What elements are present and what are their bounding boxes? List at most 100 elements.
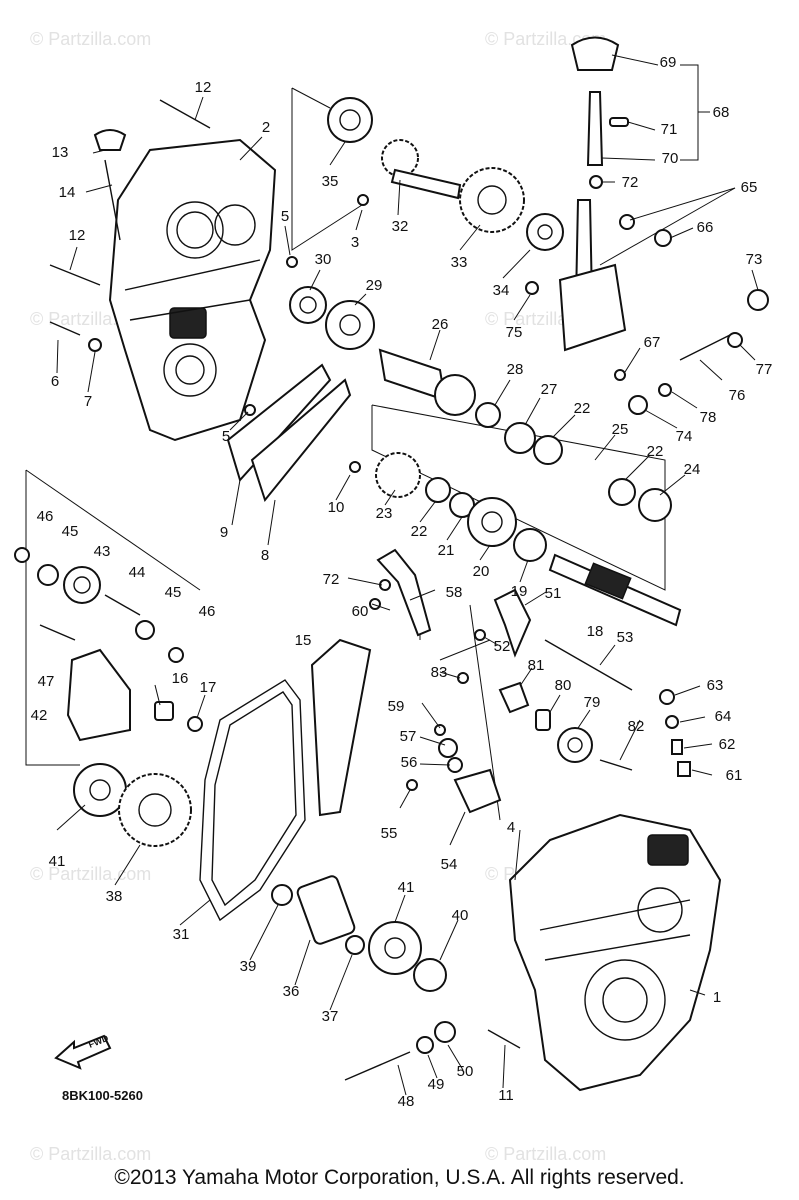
- left-case-cover: [108, 138, 277, 442]
- part-label: 42: [31, 707, 48, 724]
- part-label: 10: [328, 499, 345, 516]
- part-label: 81: [528, 657, 545, 674]
- part-label: 22: [574, 400, 591, 417]
- part-label: 33: [451, 254, 468, 271]
- part-label: 83: [431, 664, 448, 681]
- part-label: 59: [388, 698, 405, 715]
- part-label: 76: [729, 387, 746, 404]
- part-label: 55: [381, 825, 398, 842]
- part-label: 45: [62, 523, 79, 540]
- part-label: 36: [283, 983, 300, 1000]
- part-label: 71: [661, 121, 678, 138]
- part-labels: 1 2 3 4 5 5 6 7 8 9 10 11 12 12 13 14 15…: [31, 54, 773, 1110]
- part-label: 18: [587, 623, 604, 640]
- part-label: 34: [493, 282, 510, 299]
- part-label: 73: [746, 251, 763, 268]
- part-label: 60: [352, 603, 369, 620]
- part-label: 9: [220, 524, 228, 541]
- part-label: 78: [700, 409, 717, 426]
- bracket: [66, 648, 131, 742]
- part-label: 29: [366, 277, 383, 294]
- part-label: 72: [323, 571, 340, 588]
- gears: [118, 139, 525, 847]
- part-label: 37: [322, 1008, 339, 1025]
- part-label: 82: [628, 718, 645, 735]
- part-label: 12: [69, 227, 86, 244]
- part-label: 3: [351, 234, 359, 251]
- shafts: [378, 36, 682, 691]
- part-label: 19: [511, 583, 528, 600]
- part-label: 79: [584, 694, 601, 711]
- part-label: 52: [494, 638, 511, 655]
- part-label: 64: [715, 708, 732, 725]
- copyright-notice: ©2013 Yamaha Motor Corporation, U.S.A. A…: [114, 1166, 685, 1189]
- part-label: 46: [37, 508, 54, 525]
- part-label: 61: [726, 767, 743, 784]
- watermark: © Partzilla.com: [30, 1144, 151, 1164]
- part-label: 38: [106, 888, 123, 905]
- part-label: 13: [52, 144, 69, 161]
- part-label: 28: [507, 361, 524, 378]
- part-label: 54: [441, 856, 458, 873]
- part-label: 41: [398, 879, 415, 896]
- part-label: 16: [172, 670, 189, 687]
- part-label: 44: [129, 564, 146, 581]
- part-label: 20: [473, 563, 490, 580]
- part-label: 6: [51, 373, 59, 390]
- part-label: 57: [400, 728, 417, 745]
- part-label: 43: [94, 543, 111, 560]
- part-label: 74: [676, 428, 693, 445]
- part-label: 41: [49, 853, 66, 870]
- part-label: 47: [38, 673, 55, 690]
- part-label: 72: [622, 174, 639, 191]
- diagram-code: 8BK100-5260: [62, 1088, 143, 1103]
- forward-arrow-icon: FWD: [54, 1033, 112, 1070]
- part-label: 26: [432, 316, 449, 333]
- part-label: 48: [398, 1093, 415, 1110]
- watermark: © Partzilla.com: [485, 1144, 606, 1164]
- chain: [199, 638, 372, 922]
- bolts: [39, 99, 633, 1081]
- part-label: 35: [322, 173, 339, 190]
- part-label: 14: [59, 184, 76, 201]
- part-label: 46: [199, 603, 216, 620]
- part-label: 40: [452, 907, 469, 924]
- part-label: 21: [438, 542, 455, 559]
- part-label: 17: [200, 679, 217, 696]
- part-label: 68: [713, 104, 730, 121]
- part-label: 11: [498, 1087, 514, 1104]
- part-label: 49: [428, 1076, 445, 1093]
- part-label: 15: [295, 632, 312, 649]
- part-label: 56: [401, 754, 418, 771]
- part-label: 45: [165, 584, 182, 601]
- part-label: 70: [662, 150, 679, 167]
- part-label: 67: [644, 334, 661, 351]
- part-label: 7: [84, 393, 92, 410]
- part-label: 31: [173, 926, 190, 943]
- part-label: 5: [281, 208, 289, 225]
- part-label: 1: [713, 989, 721, 1006]
- part-label: 58: [446, 584, 463, 601]
- gaskets: [226, 363, 352, 503]
- watermark: © Partzilla.com: [30, 29, 151, 49]
- part-label: 65: [741, 179, 758, 196]
- part-label: 50: [457, 1063, 474, 1080]
- part-label: 66: [697, 219, 714, 236]
- part-label: 22: [411, 523, 428, 540]
- part-label: 62: [719, 736, 736, 753]
- part-label: 51: [545, 585, 562, 602]
- bearings: [37, 97, 672, 1054]
- part-label: 77: [756, 361, 773, 378]
- part-label: 75: [506, 324, 523, 341]
- watermark: © Partzilla.com: [30, 864, 151, 884]
- part-label: 2: [262, 119, 270, 136]
- part-label: 4: [507, 819, 515, 836]
- part-label: 80: [555, 677, 572, 694]
- part-label: 27: [541, 381, 558, 398]
- part-label: 39: [240, 958, 257, 975]
- part-label: 23: [376, 505, 393, 522]
- part-label: 69: [660, 54, 677, 71]
- leader-lines: [56, 54, 759, 1096]
- part-label: 8: [261, 547, 269, 564]
- part-label: 25: [612, 421, 629, 438]
